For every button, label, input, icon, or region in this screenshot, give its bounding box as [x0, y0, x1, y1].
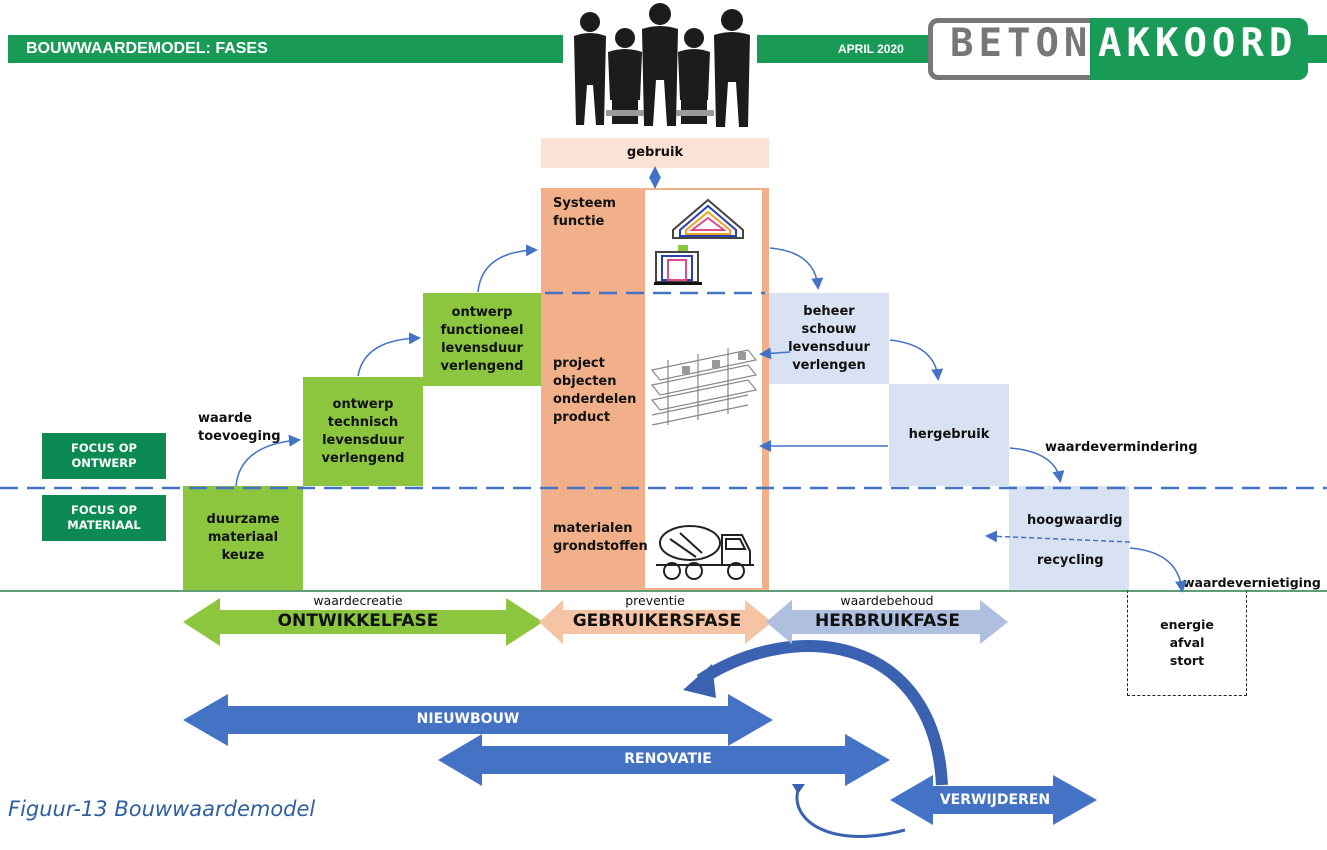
header-bar-left — [8, 35, 563, 63]
systeem-functie-label: Systeem functie — [553, 196, 616, 229]
cement-truck-icon — [656, 525, 754, 580]
materialen-label: materialen grondstoffen — [553, 521, 648, 554]
waardevernietiging-label: waardevernietiging — [1183, 575, 1321, 590]
hoogwaardig-label: hoogwaardig — [1027, 513, 1123, 528]
nieuwbouw-band: NIEUWBOUW — [416, 711, 520, 727]
logo-text-akkoord: AKKOORD — [1098, 21, 1298, 66]
energie-afval-stort-box: energie afval stort — [1127, 590, 1247, 696]
header-date: APRIL 2020 — [838, 42, 904, 56]
phase-herbruik-title: HERBRUIKFASE — [815, 611, 960, 631]
step-ontwerp-functioneel: ontwerp functioneel levensduur verlengen… — [423, 293, 541, 386]
phase-ontwikkel-title: ONTWIKKELFASE — [277, 611, 439, 631]
recycling-label: recycling — [1037, 553, 1104, 568]
verwijderen-band: VERWIJDEREN — [939, 792, 1051, 808]
gebruik-box: gebruik — [541, 138, 769, 168]
figure-caption: Figuur-13 Bouwwaardemodel — [8, 797, 316, 821]
header-bar-right — [757, 35, 937, 63]
step-duurzame-materiaal: duurzame materiaal keuze — [183, 486, 303, 590]
structure-drawing-icon — [650, 348, 758, 426]
header-bar-right-end — [1306, 35, 1327, 63]
logo-text-beton: BETON — [950, 21, 1093, 66]
step-ontwerp-technisch: ontwerp technisch levensduur verlengend — [303, 377, 423, 486]
page-title: BOUWWAARDEMODEL: FASES — [26, 40, 268, 57]
phase-herbruik-sub: waardebehoud — [840, 593, 934, 608]
people-silhouette-icon — [574, 3, 750, 127]
step-beheer: beheer schouw levensduur verlengen — [769, 293, 889, 384]
focus-op-ontwerp: FOCUS OP ONTWERP — [42, 433, 166, 479]
waardevermindering-label: waardevermindering — [1045, 440, 1198, 455]
focus-op-materiaal: FOCUS OP MATERIAAL — [42, 495, 166, 541]
house-layers-icon — [654, 198, 744, 285]
phase-ontwikkel-sub: waardecreatie — [313, 593, 403, 608]
renovatie-band: RENOVATIE — [624, 751, 712, 767]
project-objecten-label: project objecten onderdelen product — [553, 356, 637, 425]
logo-text-akkoord-bg — [1090, 18, 1308, 80]
phase-gebruikers-sub: preventie — [625, 593, 685, 608]
phase-gebruikers-title: GEBRUIKERSFASE — [572, 611, 742, 631]
waarde-toevoeging-label: waarde toevoeging — [198, 411, 281, 444]
step-recycling — [1009, 486, 1129, 590]
step-hergebruik: hergebruik — [889, 384, 1009, 486]
